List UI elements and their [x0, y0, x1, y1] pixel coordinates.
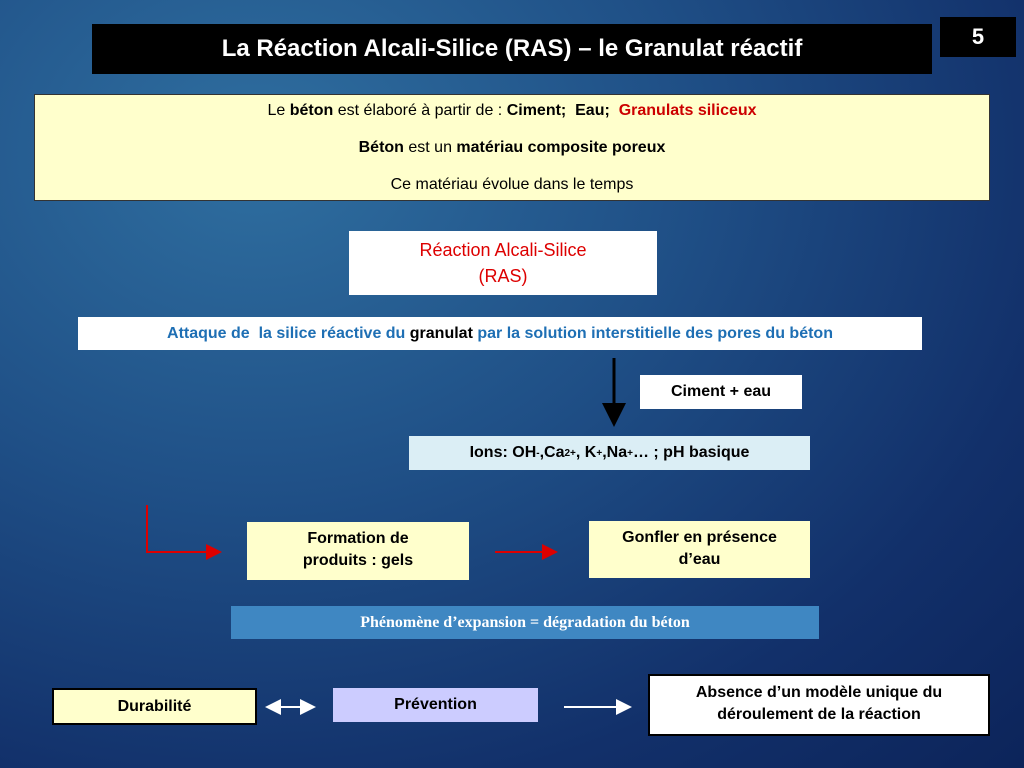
arrow-red-elbow — [146, 505, 222, 560]
intro-line-2-p1: est un — [403, 139, 457, 156]
swelling-box: Gonfler en présence d’eau — [589, 521, 810, 578]
absence-line-2: déroulement de la réaction — [717, 706, 921, 723]
prevention-box: Prévention — [333, 688, 538, 722]
durability-text: Durabilité — [117, 697, 192, 715]
ions-s1: - — [536, 447, 540, 459]
ions-s3: + — [596, 447, 603, 459]
attack-box: Attaque de la silice réactive du granula… — [78, 317, 922, 350]
swelling-line-2: d’eau — [678, 551, 721, 568]
page-number-text: 5 — [971, 24, 985, 49]
intro-line-1: Le béton est élaboré à partir de : Cimen… — [35, 102, 989, 139]
ions-t4: ,Na — [602, 444, 628, 461]
ions-t2: ,Ca — [539, 444, 565, 461]
cement-box: Ciment + eau — [640, 375, 802, 409]
ions-s4: + — [627, 447, 633, 459]
ions-t5: … ; pH basique — [632, 444, 750, 461]
slide-title-text: La Réaction Alcali-Silice (RAS) – le Gra… — [221, 35, 803, 62]
ras-line-1: Réaction Alcali-Silice — [419, 240, 587, 260]
intro-box: Le béton est élaboré à partir de : Cimen… — [34, 94, 990, 201]
intro-line-1-b2: Ciment; Eau; — [506, 102, 619, 119]
ras-line-2: (RAS) — [478, 266, 528, 286]
ions-t1: Ions: OH — [469, 444, 537, 461]
expansion-box: Phénomène d’expansion = dégradation du b… — [231, 606, 819, 639]
ions-t3: , K — [575, 444, 597, 461]
formation-line-2: produits : gels — [302, 552, 414, 569]
formation-box: Formation de produits : gels — [247, 522, 469, 580]
intro-line-2-b2: matériau composite poreux — [456, 139, 666, 156]
intro-line-1-r1: Granulats siliceux — [618, 102, 757, 119]
durability-box: Durabilité — [52, 688, 257, 725]
prevention-text: Prévention — [394, 696, 477, 713]
expansion-text: Phénomène d’expansion = dégradation du b… — [360, 613, 690, 631]
formation-line-1: Formation de — [307, 530, 409, 547]
intro-line-1-p1: Le — [267, 102, 290, 119]
absence-box: Absence d’un modèle unique du déroulemen… — [648, 674, 990, 736]
intro-line-3: Ce matériau évolue dans le temps — [390, 176, 634, 193]
slide-title: La Réaction Alcali-Silice (RAS) – le Gra… — [92, 24, 932, 74]
attack-part-3: par la solution interstitielle des pores… — [472, 324, 833, 342]
cement-text: Ciment + eau — [670, 383, 772, 400]
ions-s2: 2+ — [564, 447, 576, 459]
intro-line-2-b1: Béton — [358, 139, 404, 156]
attack-part-1: Attaque de la silice réactive du — [167, 324, 410, 342]
attack-part-2: granulat — [409, 324, 473, 342]
ras-box: Réaction Alcali-Silice (RAS) — [349, 231, 657, 295]
intro-line-2: Béton est un matériau composite poreux — [35, 139, 989, 176]
intro-line-1-b1: béton — [289, 102, 334, 119]
intro-line-1-p2: est élaboré à partir de : — [333, 102, 507, 119]
absence-line-1: Absence d’un modèle unique du — [695, 684, 943, 701]
swelling-line-1: Gonfler en présence — [622, 529, 777, 546]
page-number: 5 — [940, 17, 1016, 57]
